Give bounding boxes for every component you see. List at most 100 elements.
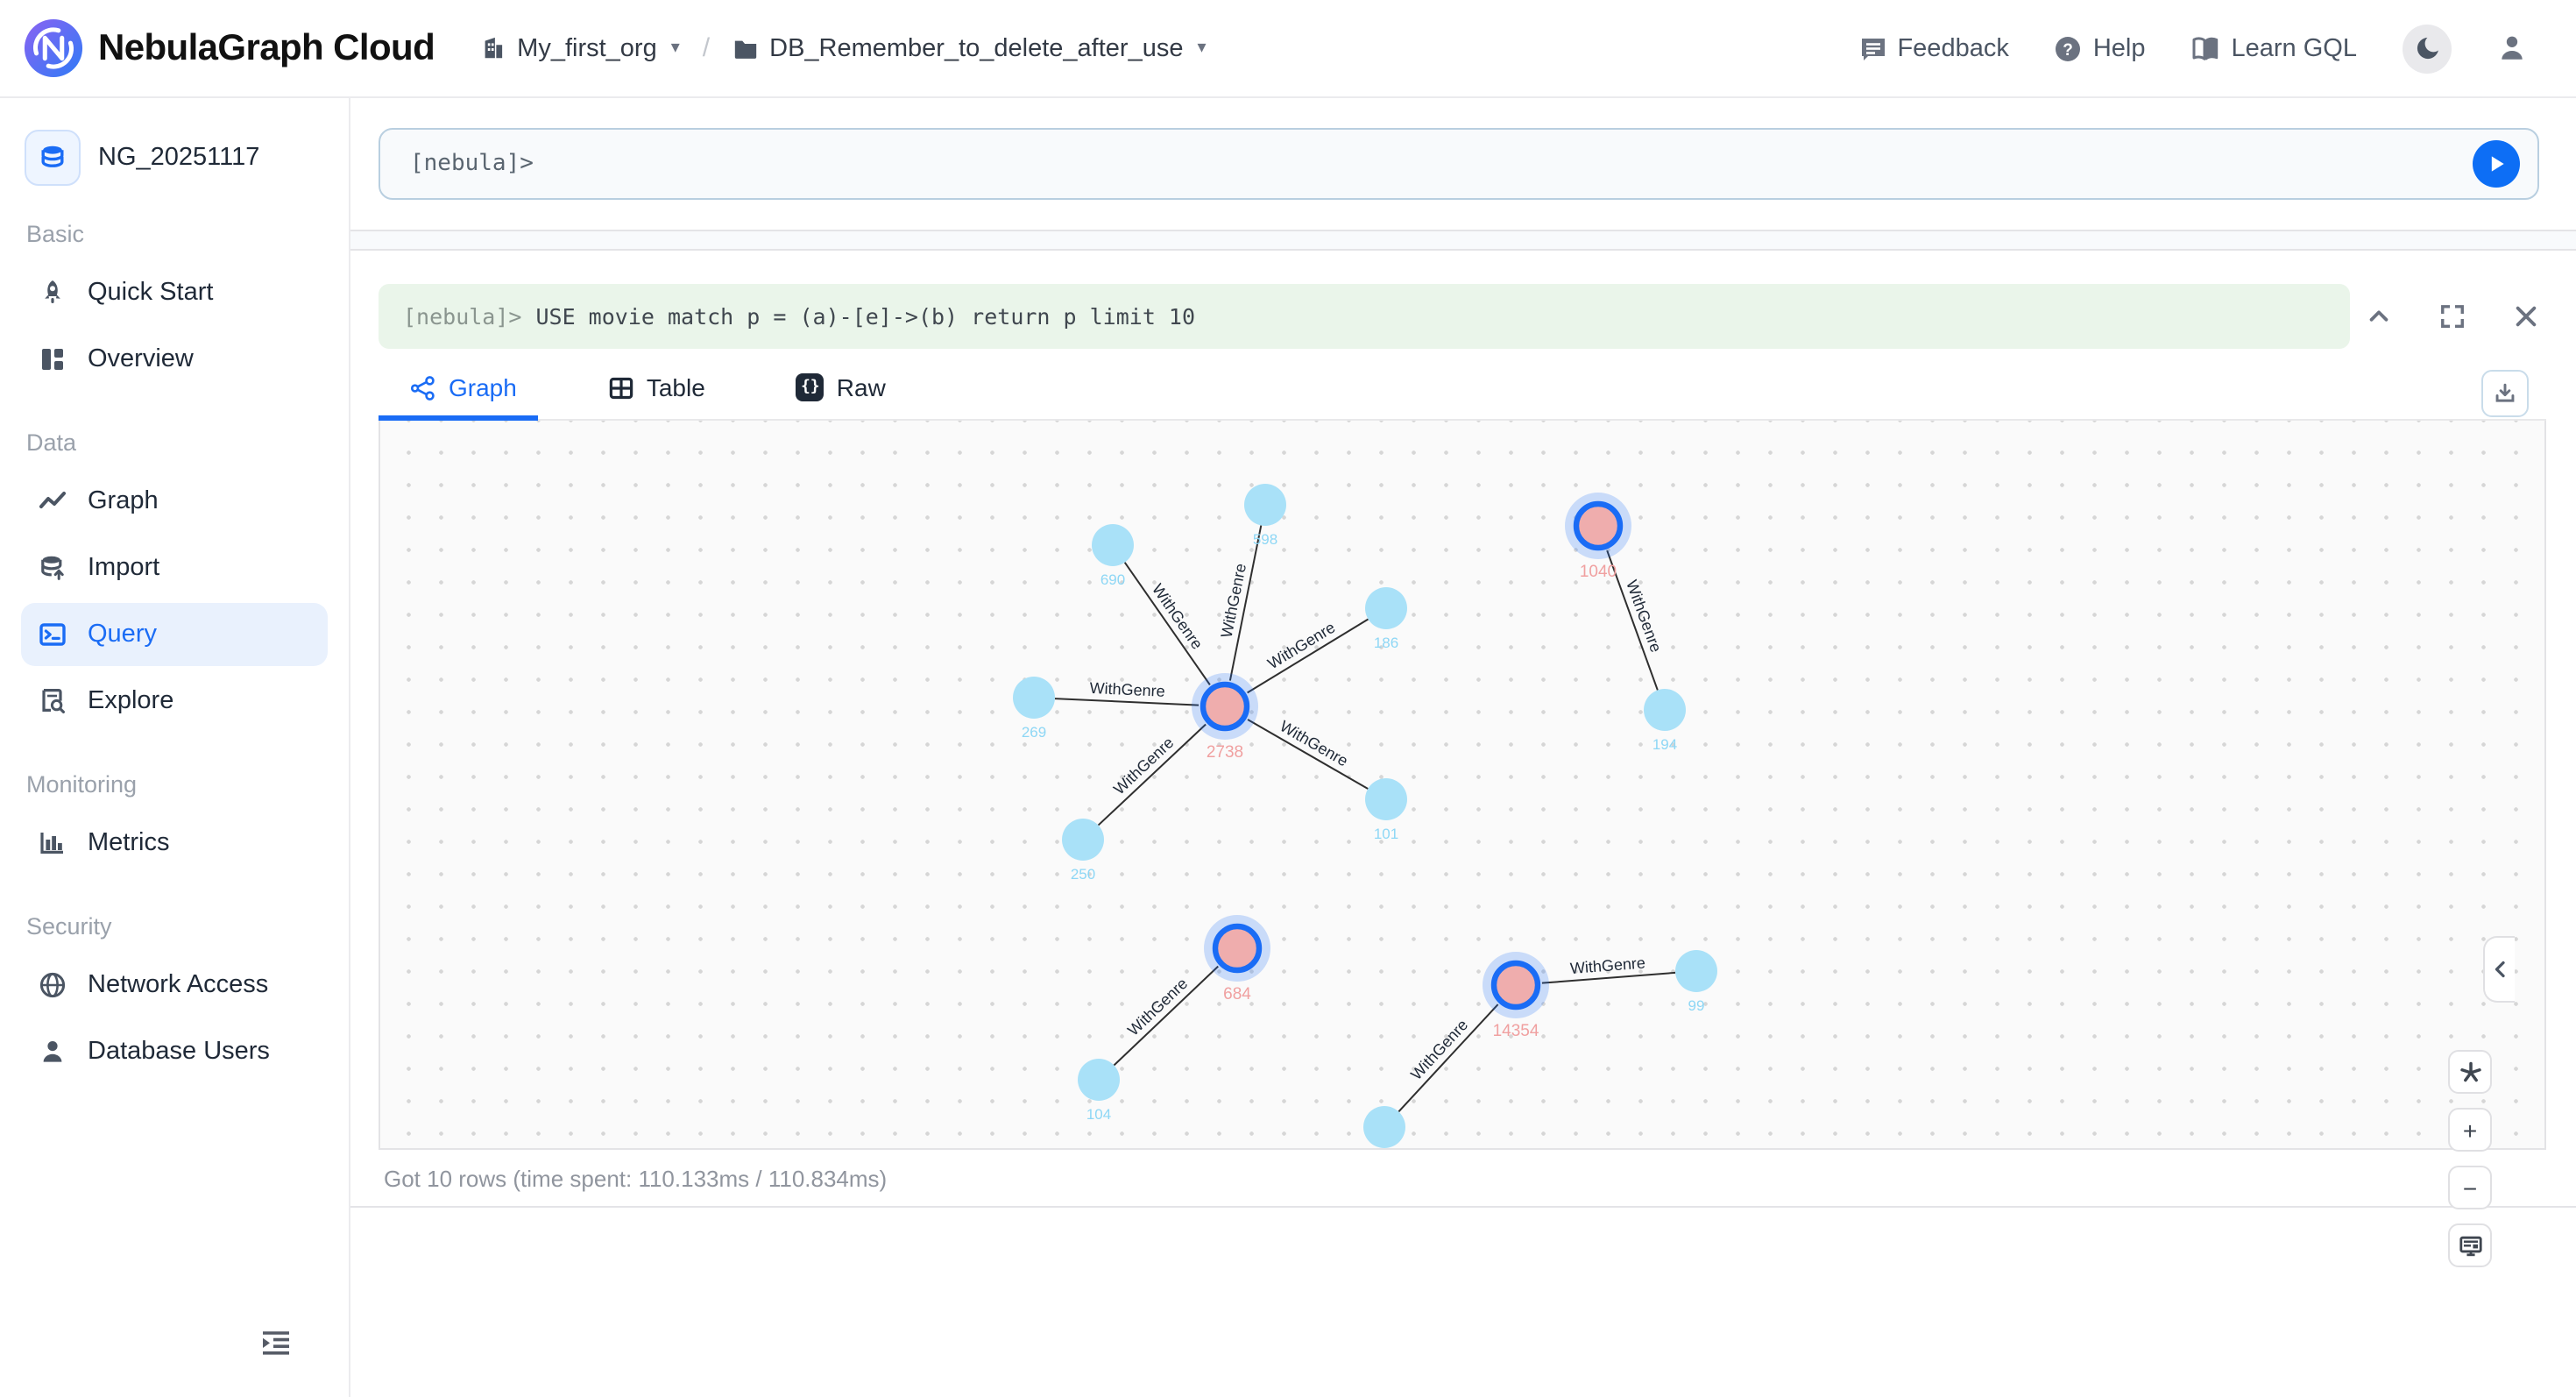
sidebar-collapse-button[interactable] [259, 1329, 293, 1358]
overview-icon [42, 349, 63, 370]
sidebar-item-graph[interactable]: Graph [21, 470, 328, 533]
graph-node-label: 250 [1071, 866, 1095, 883]
query-terminal-icon [39, 623, 66, 646]
download-result-button[interactable] [2481, 370, 2529, 417]
result-actions [2366, 284, 2539, 349]
tab-graph[interactable]: Graph [379, 368, 538, 421]
graph-edge[interactable] [1097, 723, 1207, 826]
graph-node-101[interactable]: 101 [1365, 778, 1407, 842]
side-panel-handle[interactable] [2483, 936, 2515, 1003]
fit-view-button[interactable] [2448, 1223, 2492, 1267]
force-layout-icon [2459, 1060, 2480, 1081]
theme-toggle-button[interactable] [2403, 24, 2452, 73]
org-selector[interactable]: My_first_org ▾ [480, 34, 680, 62]
zoom-in-button[interactable]: + [2448, 1108, 2492, 1152]
graph-edge[interactable] [1123, 562, 1211, 685]
graph-edge[interactable] [1247, 719, 1369, 790]
tab-table[interactable]: Table [577, 368, 726, 421]
fullscreen-result-button[interactable] [2439, 303, 2466, 330]
layout-button[interactable] [2448, 1050, 2492, 1094]
close-result-button[interactable] [2513, 303, 2539, 330]
graph-node-14354[interactable]: 14354 [1483, 952, 1549, 1040]
learn-gql-label: Learn GQL [2231, 34, 2358, 62]
sidebar-item-label: Overview [88, 345, 194, 373]
graph-node-unlabeled[interactable] [1363, 1106, 1405, 1148]
tab-raw-label: Raw [836, 373, 886, 401]
sidebar-item-quick-start[interactable]: Quick Start [21, 261, 328, 324]
sidebar-item-import[interactable]: Import [21, 536, 328, 599]
instance-header[interactable]: NG_20251117 [0, 98, 349, 186]
graph-node-label: 14354 [1493, 1022, 1539, 1040]
sidebar-item-label: Network Access [88, 971, 269, 999]
command-prompt: [nebula]> [403, 303, 522, 330]
graph-node-598[interactable]: 598 [1244, 484, 1286, 548]
org-caret-icon: ▾ [670, 39, 680, 58]
graph-node-1040[interactable]: 1040 [1565, 493, 1631, 581]
run-query-button[interactable] [2473, 140, 2520, 188]
sidebar-item-network-access[interactable]: Network Access [21, 954, 328, 1017]
sidebar-item-overview[interactable]: Overview [21, 328, 328, 391]
feedback-label: Feedback [1897, 34, 2009, 62]
database-selector[interactable]: DB_Remember_to_delete_after_use ▾ [732, 34, 1207, 62]
explore-icon [42, 689, 65, 713]
import-icon [41, 556, 64, 580]
command-text: USE movie match p = (a)-[e]->(b) return … [535, 303, 1196, 330]
org-name: My_first_org [517, 34, 657, 62]
org-building-icon [485, 37, 503, 59]
play-icon [2491, 156, 2504, 172]
section-label-data: Data [26, 429, 77, 456]
graph-node-269[interactable]: 269 [1013, 677, 1055, 741]
folder-icon [734, 40, 757, 59]
tab-graph-label: Graph [449, 373, 517, 401]
graph-node-690[interactable]: 690 [1092, 524, 1134, 588]
collapse-result-button[interactable] [2366, 303, 2392, 330]
graph-node-2738[interactable]: 2738 [1192, 673, 1258, 762]
graph-node-label: 690 [1100, 571, 1125, 588]
graph-edge[interactable] [1054, 698, 1200, 706]
sidebar-item-label: Metrics [88, 829, 170, 857]
feedback-button[interactable]: Feedback [1858, 34, 2009, 62]
graph-edge[interactable] [1606, 550, 1659, 691]
fullscreen-icon [2441, 305, 2464, 328]
sidebar-item-explore[interactable]: Explore [21, 670, 328, 733]
help-icon: ? [2056, 36, 2081, 60]
graph-edge[interactable] [1398, 1003, 1499, 1113]
graph-node-684[interactable]: 684 [1204, 915, 1270, 1003]
sidebar: NG_20251117 Basic Quick Start Overview D… [0, 98, 350, 1397]
graph-node-label: 1040 [1580, 563, 1617, 581]
chevron-up-icon [2369, 310, 2388, 322]
svg-text:?: ? [2063, 40, 2074, 59]
zoom-out-button[interactable]: − [2448, 1166, 2492, 1209]
learn-gql-button[interactable]: Learn GQL [2191, 34, 2358, 62]
graph-tab-icon [410, 375, 435, 400]
query-bar-section: [nebula]> [350, 98, 2576, 230]
brand-name: NebulaGraph Cloud [98, 27, 435, 67]
sidebar-item-query[interactable]: Query [21, 603, 328, 666]
nebulagraph-logo-icon[interactable] [23, 18, 84, 79]
sidebar-item-label: Query [88, 620, 157, 649]
help-button[interactable]: ? Help [2055, 34, 2146, 62]
graph-node-250[interactable]: 250 [1062, 819, 1104, 883]
graph-edge[interactable] [1247, 618, 1369, 694]
graph-node-104[interactable]: 104 [1078, 1059, 1120, 1123]
graph-edge[interactable] [1113, 965, 1219, 1067]
graph-edge[interactable] [1541, 971, 1676, 984]
raw-tab-icon: {} [796, 373, 824, 401]
database-icon [41, 145, 64, 167]
sidebar-item-metrics[interactable]: Metrics [21, 812, 328, 875]
graph-node-label: 104 [1086, 1106, 1111, 1123]
graph-node-99[interactable]: 99 [1675, 950, 1717, 1014]
graph-node-186[interactable]: 186 [1365, 587, 1407, 651]
graph-edge[interactable] [1228, 525, 1263, 681]
monitor-icon [2459, 1235, 2481, 1256]
graph-node-194[interactable]: 194 [1644, 689, 1686, 753]
sidebar-item-database-users[interactable]: Database Users [21, 1020, 328, 1083]
query-input[interactable]: [nebula]> [379, 128, 2539, 200]
user-avatar-icon[interactable] [2497, 33, 2527, 63]
sidebar-item-label: Import [88, 554, 160, 582]
tab-raw[interactable]: {} Raw [765, 368, 907, 421]
executed-command-bar: [nebula]> USE movie match p = (a)-[e]->(… [379, 284, 2350, 349]
